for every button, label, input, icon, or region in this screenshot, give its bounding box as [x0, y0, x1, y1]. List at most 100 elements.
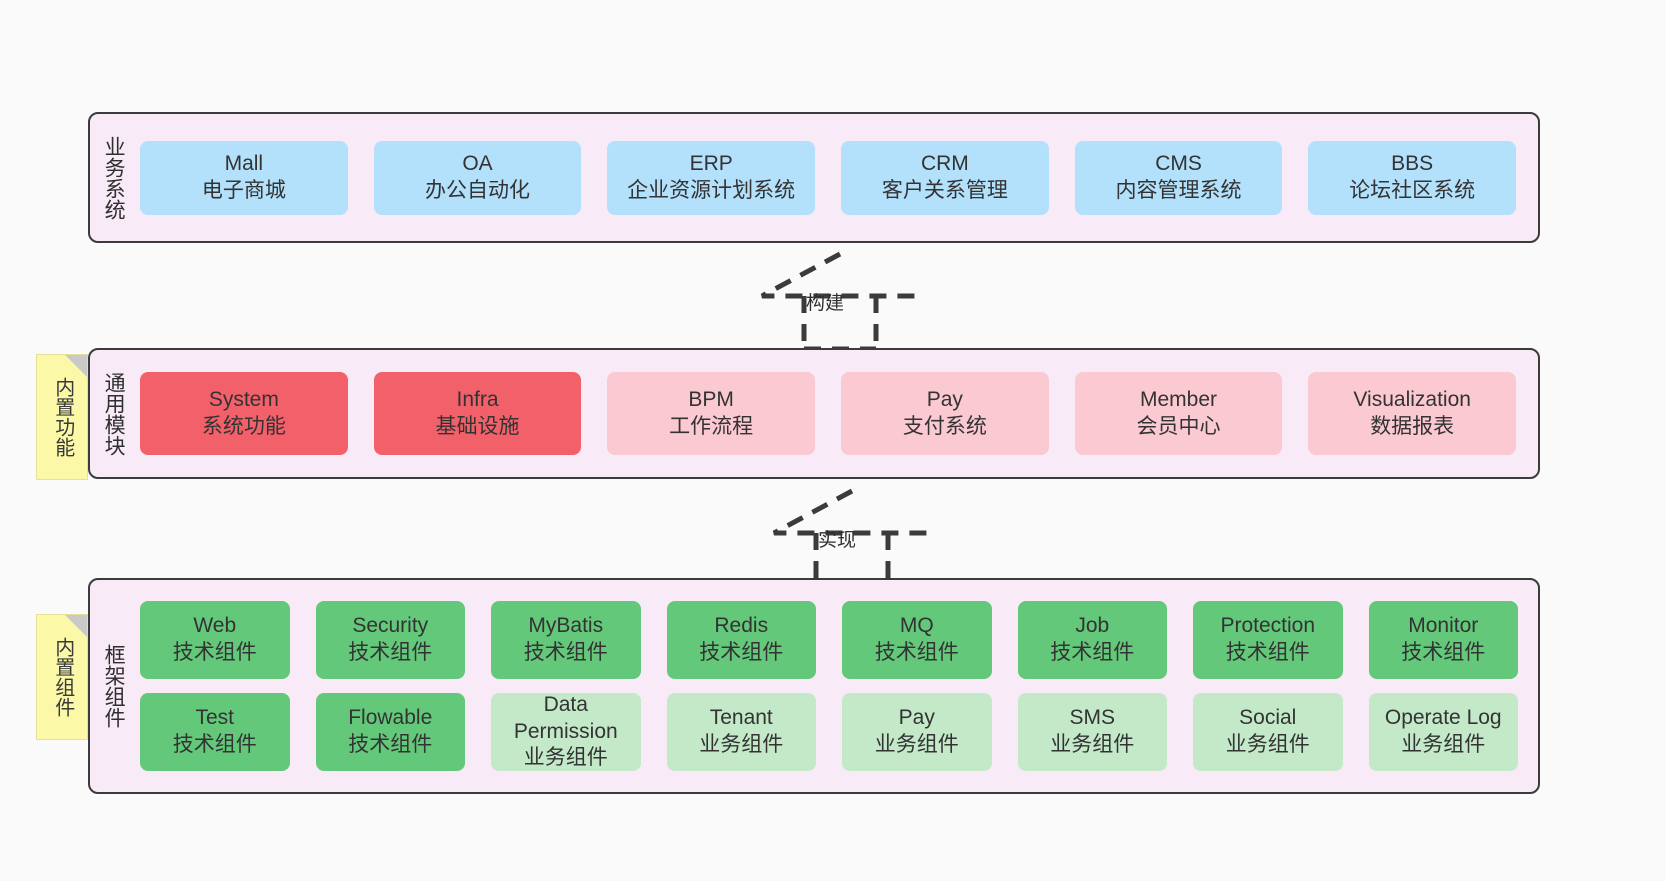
card-oa[interactable]: OA 办公自动化	[373, 140, 582, 215]
card-subtitle: 技术组件	[1050, 641, 1135, 664]
card-title: ERP	[689, 151, 733, 175]
card-subtitle: 技术组件	[348, 733, 433, 756]
layer-business-system: 业务系统 Mall 电子商城 OA 办公自动化 ERP 企业资源计划系统 CRM…	[88, 112, 1540, 243]
card-operate-log[interactable]: Operate Log 业务组件	[1368, 693, 1518, 771]
layer-framework-component: 框架组件 Web 技术组件 Security 技术组件 MyBatis 技术组件…	[88, 578, 1540, 794]
card-system[interactable]: System 系统功能	[140, 372, 348, 455]
card-title: CMS	[1155, 151, 1202, 175]
card-tenant[interactable]: Tenant 业务组件	[666, 693, 816, 771]
card-subtitle: 技术组件	[699, 641, 784, 664]
card-subtitle: 技术组件	[1401, 641, 1486, 664]
sticky-note-builtin-component: 内置组件	[36, 614, 88, 740]
card-subtitle: 业务组件	[699, 733, 784, 756]
card-subtitle: 客户关系管理	[881, 178, 1008, 202]
card-subtitle: 数据报表	[1370, 414, 1455, 438]
card-title: Tenant	[709, 706, 773, 730]
card-subtitle: 内容管理系统	[1115, 178, 1242, 202]
card-title: Infra	[456, 387, 499, 411]
card-title: CRM	[920, 151, 969, 175]
card-title: MyBatis	[528, 614, 604, 638]
card-title: Operate Log	[1384, 706, 1502, 730]
card-subtitle: 业务组件	[523, 746, 608, 770]
card-test[interactable]: Test 技术组件	[140, 693, 290, 771]
card-title: SMS	[1069, 706, 1115, 730]
card-member[interactable]: Member 会员中心	[1074, 372, 1283, 455]
card-title: Security	[352, 614, 429, 638]
card-bbs[interactable]: BBS 论坛社区系统	[1308, 140, 1517, 215]
card-title: System	[208, 387, 279, 411]
card-subtitle: 企业资源计划系统	[627, 178, 796, 202]
card-subtitle: 技术组件	[874, 641, 959, 664]
card-pay-business[interactable]: Pay 业务组件	[842, 693, 992, 771]
layer-label-common-module: 通用模块	[102, 371, 126, 456]
card-title: Web	[193, 614, 237, 638]
card-row: System 系统功能 Infra 基础设施 BPM 工作流程 Pay 支付系统…	[140, 372, 1517, 455]
card-data-permission[interactable]: Data Permission 业务组件	[491, 693, 641, 771]
card-title: Pay	[926, 387, 963, 411]
card-title: Protection	[1220, 614, 1316, 638]
card-title: Flowable	[348, 706, 433, 730]
card-monitor[interactable]: Monitor 技术组件	[1368, 601, 1518, 679]
card-title: Data Permission	[513, 692, 618, 743]
card-cms[interactable]: CMS 内容管理系统	[1074, 140, 1283, 215]
card-subtitle: 技术组件	[1225, 641, 1310, 664]
card-subtitle: 论坛社区系统	[1349, 178, 1476, 202]
folded-corner-icon	[65, 355, 87, 377]
card-title: OA	[462, 151, 493, 175]
connector-build: 构建	[740, 248, 940, 352]
card-subtitle: 业务组件	[1225, 733, 1310, 756]
layer-label-framework-component: 框架组件	[102, 644, 126, 728]
card-subtitle: 会员中心	[1136, 414, 1221, 438]
card-subtitle: 办公自动化	[425, 178, 530, 202]
card-subtitle: 系统功能	[201, 414, 286, 438]
card-title: Pay	[898, 706, 935, 730]
card-subtitle: 支付系统	[902, 414, 987, 438]
connector-label-build: 构建	[806, 293, 845, 314]
card-title: Mall	[224, 151, 264, 175]
card-title: Monitor	[1408, 614, 1479, 638]
card-crm[interactable]: CRM 客户关系管理	[841, 140, 1049, 215]
card-subtitle: 工作流程	[669, 414, 754, 438]
card-social[interactable]: Social 业务组件	[1193, 693, 1343, 771]
card-row: Web 技术组件 Security 技术组件 MyBatis 技术组件 Redi…	[140, 601, 1518, 679]
card-row: Mall 电子商城 OA 办公自动化 ERP 企业资源计划系统 CRM 客户关系…	[140, 140, 1517, 215]
card-infra[interactable]: Infra 基础设施	[373, 372, 582, 455]
card-bpm[interactable]: BPM 工作流程	[607, 372, 816, 455]
card-subtitle: 基础设施	[435, 414, 520, 438]
folded-corner-icon	[65, 615, 87, 637]
card-title: Job	[1075, 614, 1110, 638]
card-subtitle: 技术组件	[172, 641, 257, 664]
card-mall[interactable]: Mall 电子商城	[140, 140, 348, 215]
layer-common-module: 通用模块 System 系统功能 Infra 基础设施 BPM 工作流程 Pay…	[88, 348, 1540, 479]
card-erp[interactable]: ERP 企业资源计划系统	[607, 140, 816, 215]
card-subtitle: 电子商城	[201, 178, 286, 202]
sticky-note-label: 内置组件	[51, 637, 74, 717]
card-sms[interactable]: SMS 业务组件	[1017, 693, 1167, 771]
card-job[interactable]: Job 技术组件	[1017, 601, 1167, 679]
card-title: MQ	[899, 614, 934, 638]
card-title: Member	[1140, 387, 1218, 411]
card-row: Test 技术组件 Flowable 技术组件 Data Permission …	[140, 693, 1518, 771]
card-security[interactable]: Security 技术组件	[315, 601, 465, 679]
card-web[interactable]: Web 技术组件	[140, 601, 290, 679]
card-pay[interactable]: Pay 支付系统	[841, 372, 1049, 455]
card-title: Social	[1239, 706, 1297, 730]
card-mybatis[interactable]: MyBatis 技术组件	[491, 601, 641, 679]
card-mq[interactable]: MQ 技术组件	[842, 601, 992, 679]
layer-body-common-module: System 系统功能 Infra 基础设施 BPM 工作流程 Pay 支付系统…	[136, 350, 1538, 477]
card-visualization[interactable]: Visualization 数据报表	[1308, 372, 1517, 455]
card-title: Test	[195, 706, 234, 730]
card-subtitle: 技术组件	[348, 641, 433, 664]
card-title: BPM	[688, 387, 734, 411]
layer-label-business-system: 业务系统	[102, 135, 126, 220]
card-redis[interactable]: Redis 技术组件	[666, 601, 816, 679]
card-subtitle: 业务组件	[874, 733, 959, 756]
card-protection[interactable]: Protection 技术组件	[1193, 601, 1343, 679]
card-title: BBS	[1391, 151, 1434, 175]
connector-label-implement: 实现	[818, 530, 857, 551]
layer-body-framework-component: Web 技术组件 Security 技术组件 MyBatis 技术组件 Redi…	[136, 580, 1538, 792]
card-title: Redis	[714, 614, 769, 638]
card-flowable[interactable]: Flowable 技术组件	[315, 693, 465, 771]
card-subtitle: 业务组件	[1050, 733, 1135, 756]
sticky-note-label: 内置功能	[51, 377, 74, 457]
